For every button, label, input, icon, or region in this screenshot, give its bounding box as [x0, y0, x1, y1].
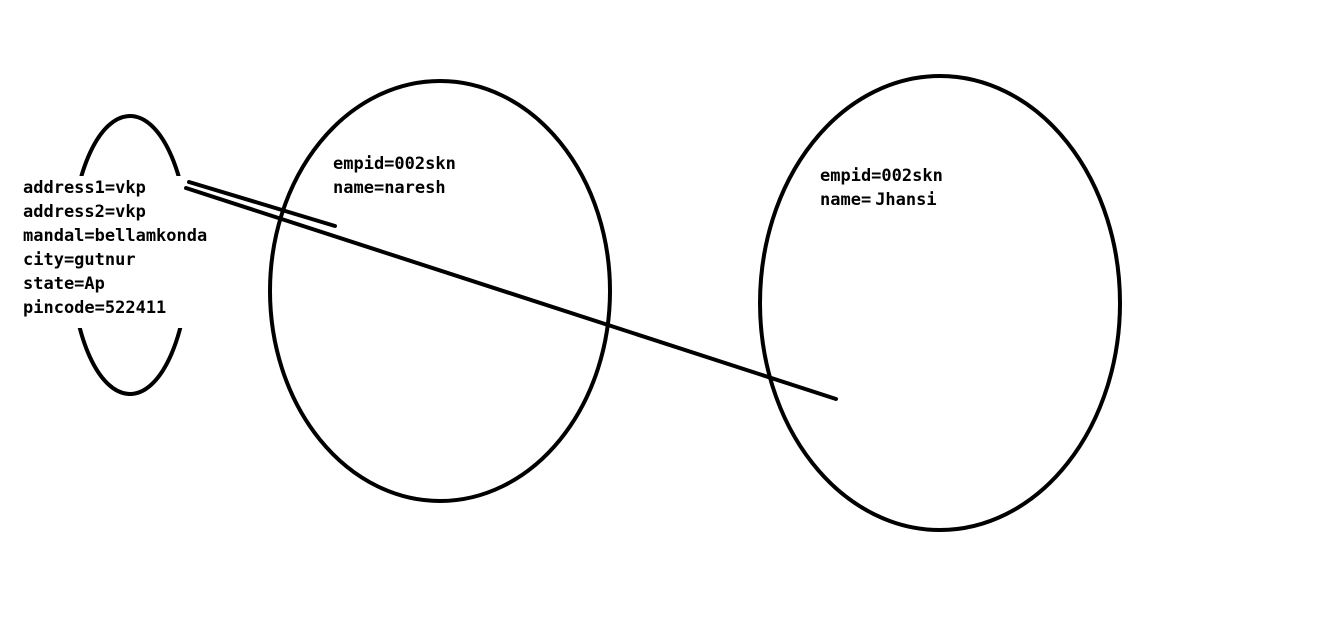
employee-1-empid: empid=002skn — [333, 154, 456, 174]
address2-text: address2=vkp — [23, 202, 146, 222]
connector-to-employee-2 — [184, 186, 838, 401]
employee-2-name-value: Jhansi — [875, 190, 937, 210]
address1-text: address1=vkp — [23, 178, 146, 198]
employee-1-name-value: naresh — [384, 178, 446, 198]
address-details: address1=vkp address2=vkp mandal=bellamk… — [23, 176, 207, 320]
employee-2-details: empid=002skn name=Jhansi — [820, 164, 943, 212]
connector-to-employee-1 — [187, 180, 337, 228]
state-text: state=Ap — [23, 274, 105, 294]
employee-2-name: name=Jhansi — [820, 188, 943, 212]
employee-1-details: empid=002skn name=naresh — [333, 152, 456, 200]
employee-1-name: name=naresh — [333, 176, 456, 200]
employee-2-ellipse — [758, 74, 1122, 532]
employee-1-ellipse — [268, 79, 612, 503]
employee-2-empid: empid=002skn — [820, 166, 943, 186]
employee-1-name-label: name= — [333, 178, 385, 198]
employee-2-name-label: name= — [820, 190, 872, 210]
city-text: city=gutnur — [23, 250, 136, 270]
address-ellipse-mask — [60, 176, 195, 328]
pincode-text: pincode=522411 — [23, 298, 167, 318]
mandal-text: mandal=bellamkonda — [23, 226, 208, 246]
